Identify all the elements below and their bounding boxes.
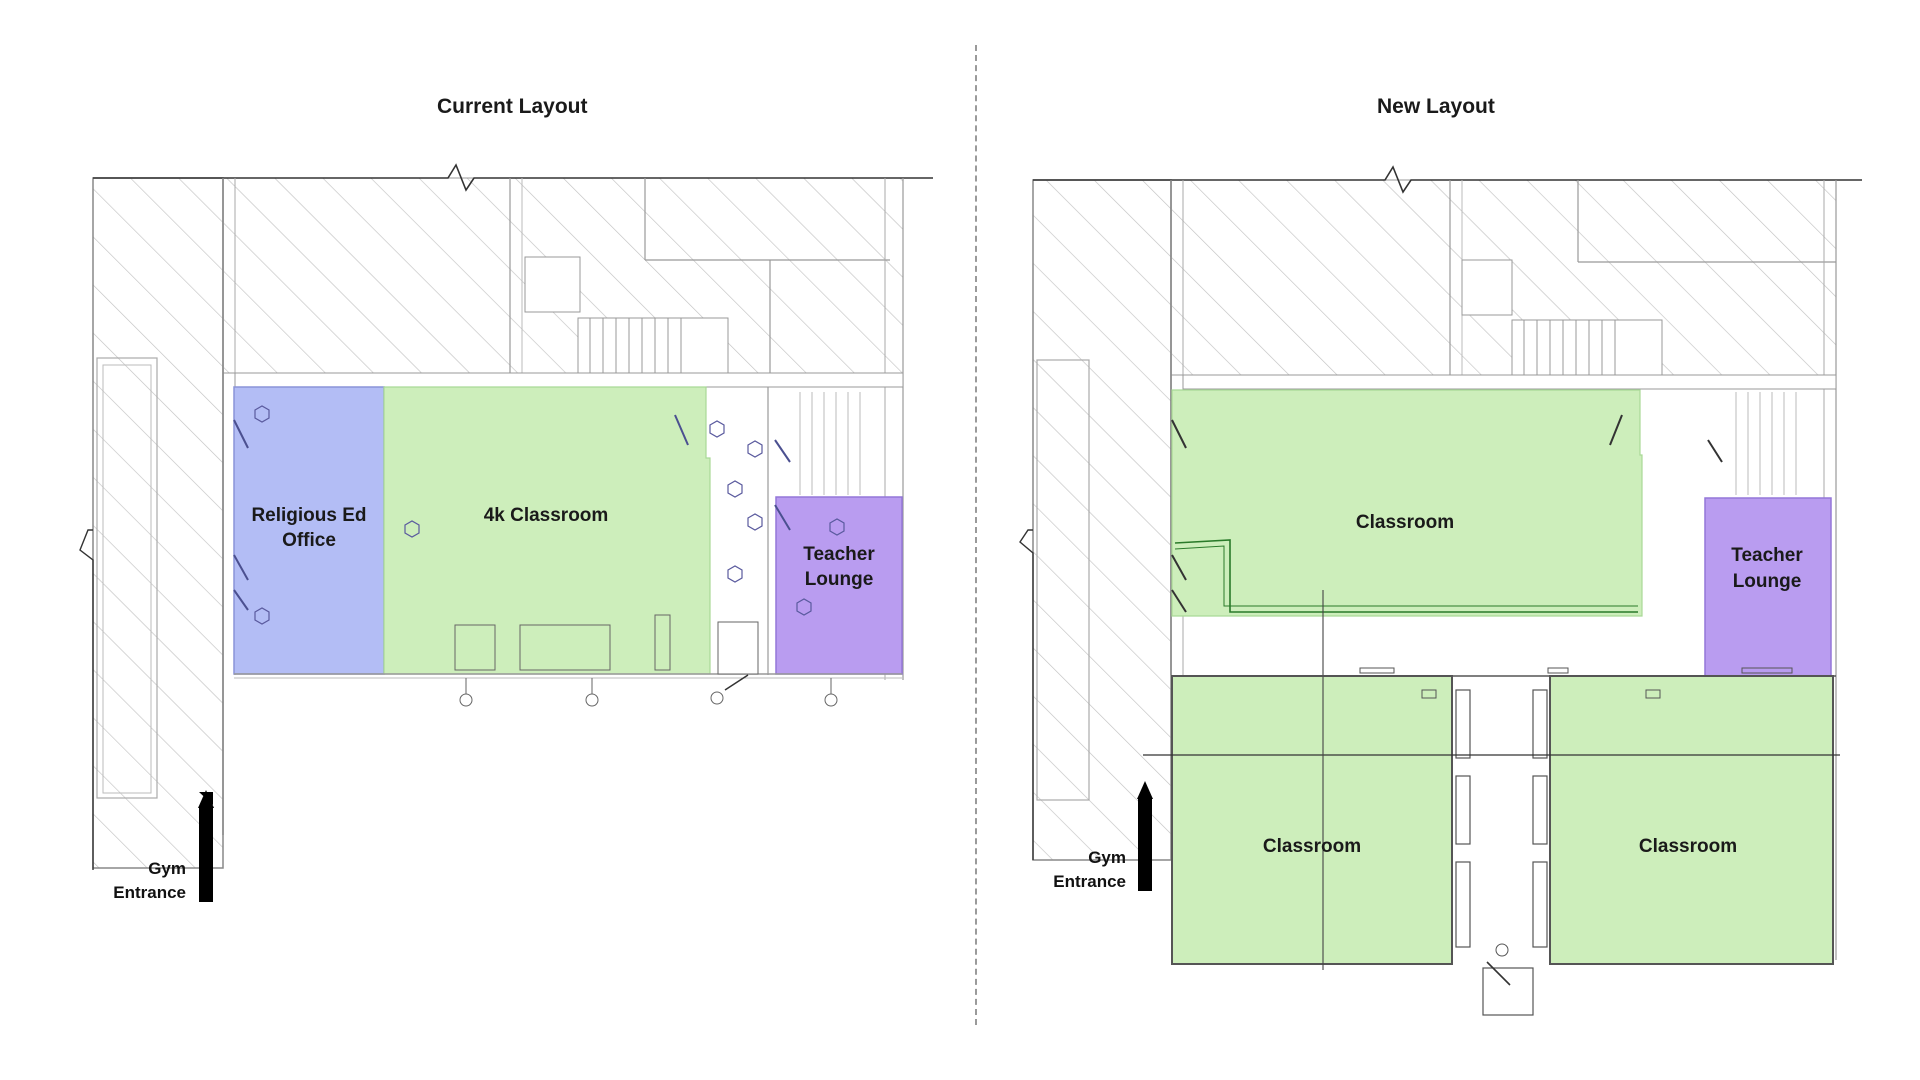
religious-ed-label-line2: Office [282,530,336,551]
classroom-bottom-right-label: Classroom [1639,836,1737,857]
gym-entrance-label-new-line2: Entrance [1053,872,1126,891]
teacher-lounge-label-current-line1: Teacher [803,544,875,565]
gym-entrance-label-current-line1: Gym [148,859,186,878]
teacher-lounge-label-new-line1: Teacher [1731,545,1803,566]
current-layout-title: Current Layout [437,95,588,118]
teacher-lounge-label-new-line2: Lounge [1733,571,1802,592]
teacher-lounge-room-current [775,496,903,675]
current-layout-plan [79,163,933,902]
gym-entrance-label-new-line1: Gym [1088,848,1126,867]
layout-divider [975,45,977,1025]
classroom-bottom-right-room [1549,675,1834,965]
classroom-top-label: Classroom [1356,512,1454,533]
teacher-lounge-label-current-line2: Lounge [805,569,874,590]
classroom-top-room [1171,389,1643,617]
religious-ed-label-line1: Religious Ed [251,505,366,526]
classroom-bottom-left-label: Classroom [1263,836,1361,857]
classroom-4k-room [383,386,711,675]
gym-entrance-arrow-new [1137,781,1153,799]
gym-entrance-label-current-line2: Entrance [113,883,186,902]
classroom-bottom-left-room [1171,675,1453,965]
new-layout-plan [1019,165,1862,1016]
classroom-4k-label: 4k Classroom [484,505,609,526]
new-layout-title: New Layout [1377,95,1495,118]
